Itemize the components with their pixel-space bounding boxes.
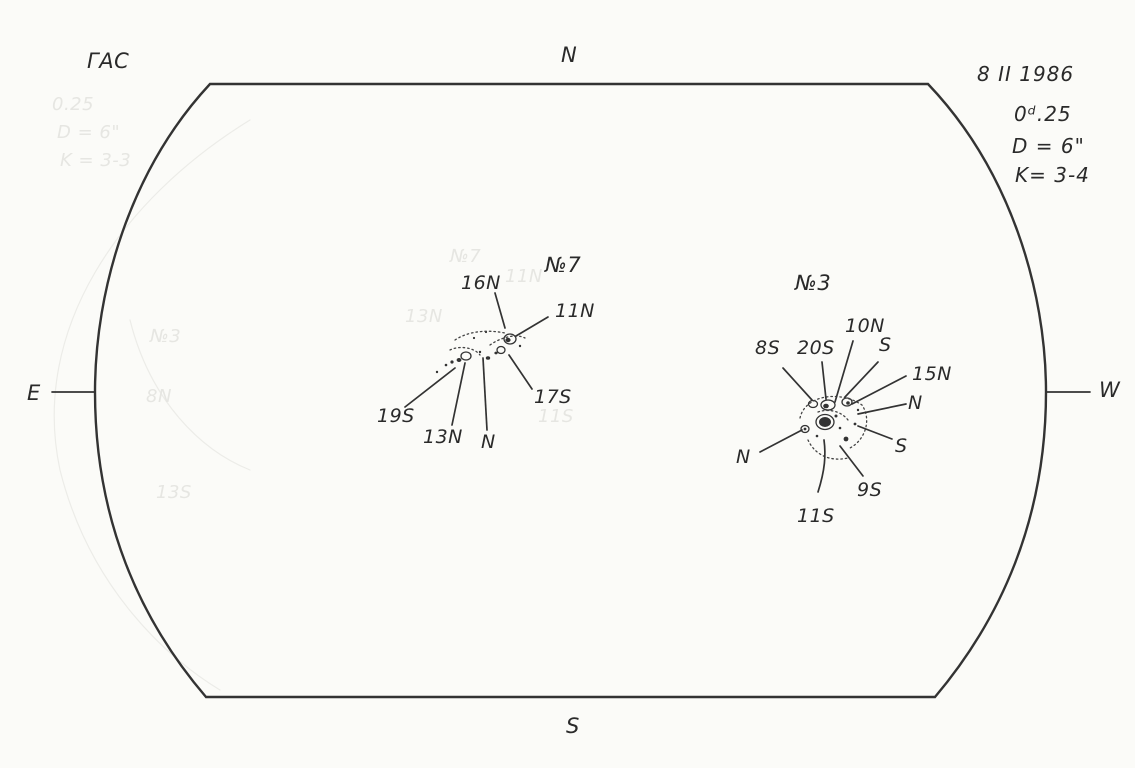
leader-S-lower bbox=[857, 425, 893, 440]
group-7-spot bbox=[505, 337, 511, 343]
ghost-text: №3 bbox=[150, 326, 182, 347]
group-3-spot bbox=[843, 436, 849, 442]
group-7-spot bbox=[494, 351, 498, 355]
disk-diameter: D = 6" bbox=[1012, 134, 1085, 158]
group-7-spot bbox=[496, 345, 506, 355]
observation-date: 8 II 1986 bbox=[977, 62, 1075, 86]
leader-15N bbox=[851, 375, 907, 405]
group-3-label-15N: 15N bbox=[912, 363, 952, 385]
ghost-text: 13N bbox=[405, 306, 443, 327]
group-3-label-8S: 8S bbox=[755, 337, 781, 359]
group-3-spot bbox=[815, 413, 835, 431]
group-3-spot bbox=[815, 434, 819, 438]
ghost-text: 0.25 bbox=[52, 94, 95, 115]
group-3-spot bbox=[819, 417, 831, 427]
group-7-label-11N: 11N bbox=[555, 300, 595, 322]
group-3-spot bbox=[834, 414, 838, 418]
group-7-spots bbox=[435, 330, 526, 374]
leader-20S bbox=[821, 361, 827, 400]
leader-S-upper bbox=[844, 361, 879, 398]
group-3-spot bbox=[856, 408, 860, 412]
direction-east: E bbox=[27, 381, 41, 405]
direction-west: W bbox=[1099, 378, 1121, 402]
ghost-text: 8N bbox=[146, 386, 172, 407]
leader-10N bbox=[834, 340, 854, 403]
observation-time: 0ᵈ.25 bbox=[1014, 102, 1072, 126]
group-3-spot bbox=[838, 426, 842, 430]
group-3-label-N-left: N bbox=[736, 446, 751, 468]
group-7-spot bbox=[444, 363, 448, 367]
group-7-label-13N: 13N bbox=[423, 426, 463, 448]
group-7-spot bbox=[478, 350, 482, 354]
leader-8S bbox=[782, 367, 813, 401]
group-7-penumbra bbox=[454, 330, 506, 341]
group-7-spot bbox=[485, 356, 491, 360]
group-3-label-S-lower: S bbox=[895, 435, 908, 457]
group-7-spot bbox=[456, 358, 462, 362]
leader-19S bbox=[404, 367, 456, 408]
leader-N bbox=[482, 357, 488, 431]
group-3-spot bbox=[853, 422, 857, 426]
group-7-label-17S: 17S bbox=[534, 386, 572, 408]
direction-south: S bbox=[566, 714, 580, 738]
bleedthrough-circle bbox=[53, 119, 251, 691]
group-7-label-N: N bbox=[481, 431, 496, 453]
group-3-label-20S: 20S bbox=[797, 337, 835, 359]
leader-11N bbox=[515, 316, 549, 337]
leader-9S bbox=[839, 445, 864, 477]
group-3-spots bbox=[799, 395, 868, 460]
leader-N-left bbox=[759, 429, 803, 453]
group-7-label-16N: 16N bbox=[461, 272, 501, 294]
group-3-penumbra bbox=[799, 395, 868, 449]
leader-13N bbox=[451, 362, 466, 426]
ghost-text: 13S bbox=[156, 482, 192, 503]
leader-16N bbox=[494, 292, 506, 329]
group-7-label-19S: 19S bbox=[377, 405, 415, 427]
ghost-text: 11N bbox=[505, 266, 543, 287]
group-3-label-11S: 11S bbox=[797, 505, 835, 527]
group-3-spot bbox=[807, 399, 819, 409]
group-3-name: №3 bbox=[795, 271, 832, 295]
group-3-label-N-right: N bbox=[908, 392, 923, 414]
group-7-spot bbox=[435, 370, 439, 374]
group-3-leaders bbox=[759, 340, 907, 493]
group-3-spot bbox=[800, 424, 810, 434]
group-7-penumbra bbox=[489, 335, 526, 346]
leader-11S bbox=[817, 439, 826, 493]
group-3-label-9S: 9S bbox=[857, 479, 883, 501]
group-7-spot bbox=[518, 344, 522, 348]
group-3-label-S-upper: S bbox=[879, 334, 892, 356]
ghost-text: 11S bbox=[538, 406, 574, 427]
group-7-leaders bbox=[404, 292, 549, 431]
ghost-text: №7 bbox=[450, 246, 482, 267]
group-7-penumbra bbox=[449, 346, 481, 356]
group-7-spot bbox=[460, 351, 472, 361]
ghost-text: D = 6" bbox=[57, 122, 121, 143]
direction-north: N bbox=[561, 43, 578, 67]
group-7-spot bbox=[503, 333, 517, 345]
leader-N-right bbox=[857, 403, 907, 415]
bleedthrough-line bbox=[129, 319, 251, 471]
group-7-spot bbox=[450, 360, 454, 364]
leader-17S bbox=[508, 354, 533, 390]
group-3-spot bbox=[846, 401, 850, 405]
group-3-label-10N: 10N bbox=[845, 315, 885, 337]
group-3-spot bbox=[803, 427, 807, 431]
solar-disk-outline bbox=[93, 82, 1048, 699]
group-3-spot bbox=[823, 403, 829, 409]
seeing-quality: K= 3-4 bbox=[1015, 163, 1090, 187]
group-3-penumbra bbox=[817, 409, 849, 421]
observatory-code: ГАС bbox=[87, 49, 130, 73]
group-7-name: №7 bbox=[545, 253, 582, 277]
group-7-spot bbox=[472, 336, 476, 340]
group-3-spot bbox=[841, 397, 853, 407]
ghost-text: K = 3-3 bbox=[60, 150, 132, 171]
